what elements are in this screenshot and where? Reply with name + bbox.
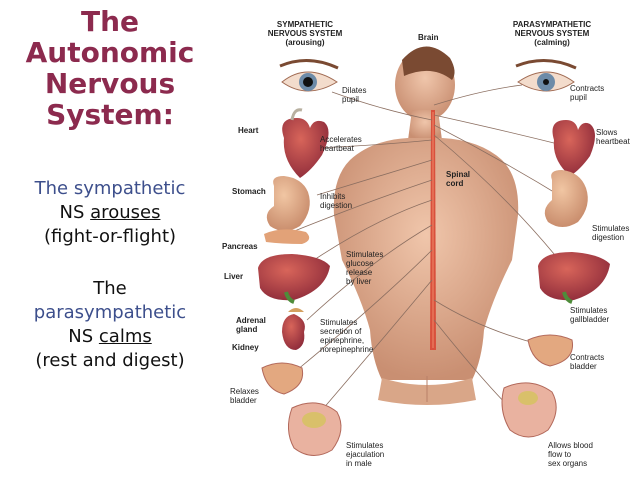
- inhibits-digestion-label: Inhibits digestion: [320, 192, 352, 210]
- dilates-pupil-line-1: Dilates: [342, 86, 367, 95]
- adrenal-gland-label: Adrenal gland: [236, 316, 266, 334]
- stimulates-glucose-line-4: by liver: [346, 277, 372, 286]
- sympathetic-header: SYMPATHETIC NERVOUS SYSTEM (arousing): [260, 20, 350, 47]
- stimulates-glucose-line-3: release: [346, 268, 373, 277]
- contracts-pupil-label: Contracts pupil: [570, 84, 604, 102]
- parasympathetic-header-line-2: NERVOUS SYSTEM: [514, 29, 590, 38]
- relaxes-bladder-line-2: bladder: [230, 396, 257, 405]
- spinal-cord-graphic: [430, 110, 436, 350]
- sympathetic-organs: [258, 59, 342, 456]
- pancreas-label: Pancreas: [222, 242, 258, 251]
- autonomic-diagram: SYMPATHETIC NERVOUS SYSTEM (arousing) PA…: [222, 0, 638, 479]
- title-line-2: Autonomic: [25, 36, 195, 69]
- stimulates-ejaculation-label: Stimulates ejaculation in male: [346, 441, 384, 468]
- relaxes-bladder-label: Relaxes bladder: [230, 387, 259, 405]
- title-line-4: System:: [46, 98, 174, 131]
- allows-blood-flow-line-3: sex organs: [548, 459, 588, 468]
- adrenal-label-line-1: Adrenal: [236, 316, 266, 325]
- stimulates-digestion-line-2: digestion: [592, 233, 625, 242]
- slows-heartbeat-line-2: heartbeat: [596, 137, 630, 146]
- contracts-pupil-line-2: pupil: [570, 93, 587, 102]
- allows-blood-flow-label: Allows blood flow to sex organs: [548, 441, 593, 468]
- parasympathetic-calms-word: calms: [98, 326, 152, 347]
- sympathetic-arouses-word: arouses: [90, 202, 161, 223]
- stimulates-secretion-line-4: norepinephrine: [320, 345, 374, 354]
- allows-blood-flow-line-2: flow to: [548, 450, 572, 459]
- parasympathetic-header-line-3: (calming): [534, 38, 570, 47]
- slows-heartbeat-line-1: Slows: [596, 128, 618, 137]
- brain-label: Brain: [418, 33, 439, 42]
- kidney-label: Kidney: [232, 343, 259, 352]
- title-line-3: Nervous: [44, 67, 176, 100]
- sympathetic-line-3: (fight-or-flight): [43, 226, 177, 247]
- stimulates-glucose-line-1: Stimulates: [346, 250, 384, 259]
- contracts-pupil-line-1: Contracts: [570, 84, 605, 93]
- accelerates-heartbeat-label: Accelerates heartbeat: [320, 135, 362, 153]
- accelerates-heartbeat-line-2: heartbeat: [320, 144, 354, 153]
- title-line-1: The: [80, 5, 140, 38]
- stimulates-glucose-line-2: glucose: [346, 259, 374, 268]
- stimulates-secretion-line-3: epinephrine,: [320, 336, 365, 345]
- sympathetic-line-2: NS arouses: [0, 202, 220, 224]
- parasympathetic-organs: [501, 59, 610, 438]
- adrenal-label-line-2: gland: [236, 325, 258, 334]
- slows-heartbeat-label: Slows heartbeat: [596, 128, 630, 146]
- sympathetic-header-line-3: (arousing): [285, 38, 325, 47]
- parasympathetic-line-4: (rest and digest): [35, 350, 185, 371]
- allows-blood-flow-line-1: Allows blood: [548, 441, 593, 450]
- parasympathetic-line-3: NS calms: [0, 326, 220, 348]
- contracts-bladder-label: Contracts bladder: [570, 353, 604, 371]
- heart-label: Heart: [238, 126, 259, 135]
- diagram-illustration: [258, 46, 610, 456]
- sympathetic-header-line-1: SYMPATHETIC: [276, 20, 334, 29]
- stimulates-secretion-line-2: secretion of: [320, 327, 362, 336]
- parasympathetic-header-line-1: PARASYMPATHETIC: [512, 20, 592, 29]
- relaxes-bladder-line-1: Relaxes: [230, 387, 259, 396]
- dilates-pupil-line-2: pupil: [342, 95, 359, 104]
- parasympathetic-header: PARASYMPATHETIC NERVOUS SYSTEM (calming): [502, 20, 602, 47]
- inhibits-digestion-line-2: digestion: [320, 201, 353, 210]
- stimulates-secretion-line-1: Stimulates: [320, 318, 358, 327]
- sympathetic-ns-prefix: NS: [59, 202, 91, 223]
- stimulates-ejaculation-line-3: in male: [346, 459, 372, 468]
- stimulates-gallbladder-line-2: gallbladder: [570, 315, 610, 324]
- spinal-cord-label-line-2: cord: [446, 179, 464, 188]
- stimulates-ejaculation-line-1: Stimulates: [346, 441, 384, 450]
- liver-label: Liver: [224, 272, 244, 281]
- parasympathetic-line-2: parasympathetic: [33, 302, 187, 323]
- inhibits-digestion-line-1: Inhibits: [320, 192, 346, 201]
- sympathetic-header-line-2: NERVOUS SYSTEM: [267, 29, 343, 38]
- stimulates-digestion-label: Stimulates digestion: [592, 224, 629, 242]
- stimulates-glucose-label: Stimulates glucose release by liver: [346, 250, 383, 286]
- spinal-cord-label-line-1: Spinal: [446, 170, 471, 179]
- contracts-bladder-line-1: Contracts: [570, 353, 605, 362]
- stimulates-digestion-line-1: Stimulates: [592, 224, 630, 233]
- stimulates-gallbladder-line-1: Stimulates: [570, 306, 608, 315]
- stimulates-gallbladder-label: Stimulates gallbladder: [570, 306, 609, 324]
- contracts-bladder-line-2: bladder: [570, 362, 597, 371]
- sympathetic-line-1: The sympathetic: [34, 178, 186, 199]
- parasympathetic-ns-prefix: NS: [68, 326, 99, 347]
- accelerates-heartbeat-line-1: Accelerates: [320, 135, 362, 144]
- stomach-label: Stomach: [232, 187, 266, 196]
- stimulates-ejaculation-line-2: ejaculation: [346, 450, 385, 459]
- sympathetic-nerves: [291, 91, 433, 411]
- dilates-pupil-label: Dilates pupil: [342, 86, 366, 104]
- spinal-cord-label: Spinal cord: [446, 170, 470, 188]
- stimulates-secretion-label: Stimulates secretion of epinephrine, nor…: [320, 318, 373, 354]
- parasympathetic-line-1: The: [93, 278, 127, 299]
- left-text-panel: The Autonomic Nervous System: The sympat…: [0, 0, 220, 479]
